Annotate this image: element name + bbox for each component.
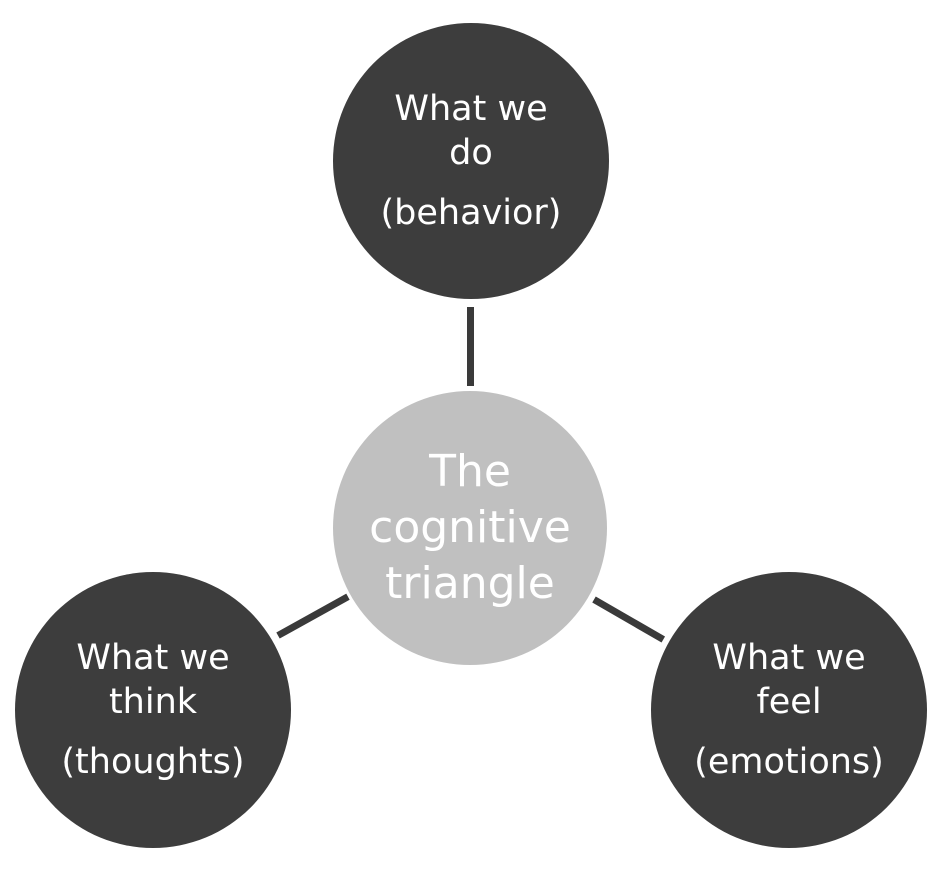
node-thoughts-line-2: think	[108, 682, 198, 722]
node-thoughts-sub: (thoughts)	[61, 742, 245, 782]
node-thoughts: What we think (thoughts)	[15, 572, 291, 848]
connector-top	[467, 307, 474, 386]
node-center-line-1: The	[429, 446, 511, 497]
node-center-line-2: cognitive	[369, 502, 571, 553]
node-behavior-sub: (behavior)	[380, 193, 562, 233]
node-behavior-line-1: What we	[394, 89, 548, 129]
node-emotions: What we feel (emotions)	[651, 572, 927, 848]
node-behavior: What we do (behavior)	[333, 23, 609, 299]
node-emotions-sub: (emotions)	[694, 742, 884, 782]
node-emotions-line-1: What we	[712, 638, 866, 678]
connector-left	[276, 593, 350, 639]
connector-right	[592, 596, 666, 643]
node-emotions-line-2: feel	[756, 682, 822, 722]
node-thoughts-line-1: What we	[76, 638, 230, 678]
node-center: The cognitive triangle	[333, 391, 607, 665]
node-center-line-3: triangle	[385, 558, 555, 609]
node-behavior-line-2: do	[449, 133, 493, 173]
